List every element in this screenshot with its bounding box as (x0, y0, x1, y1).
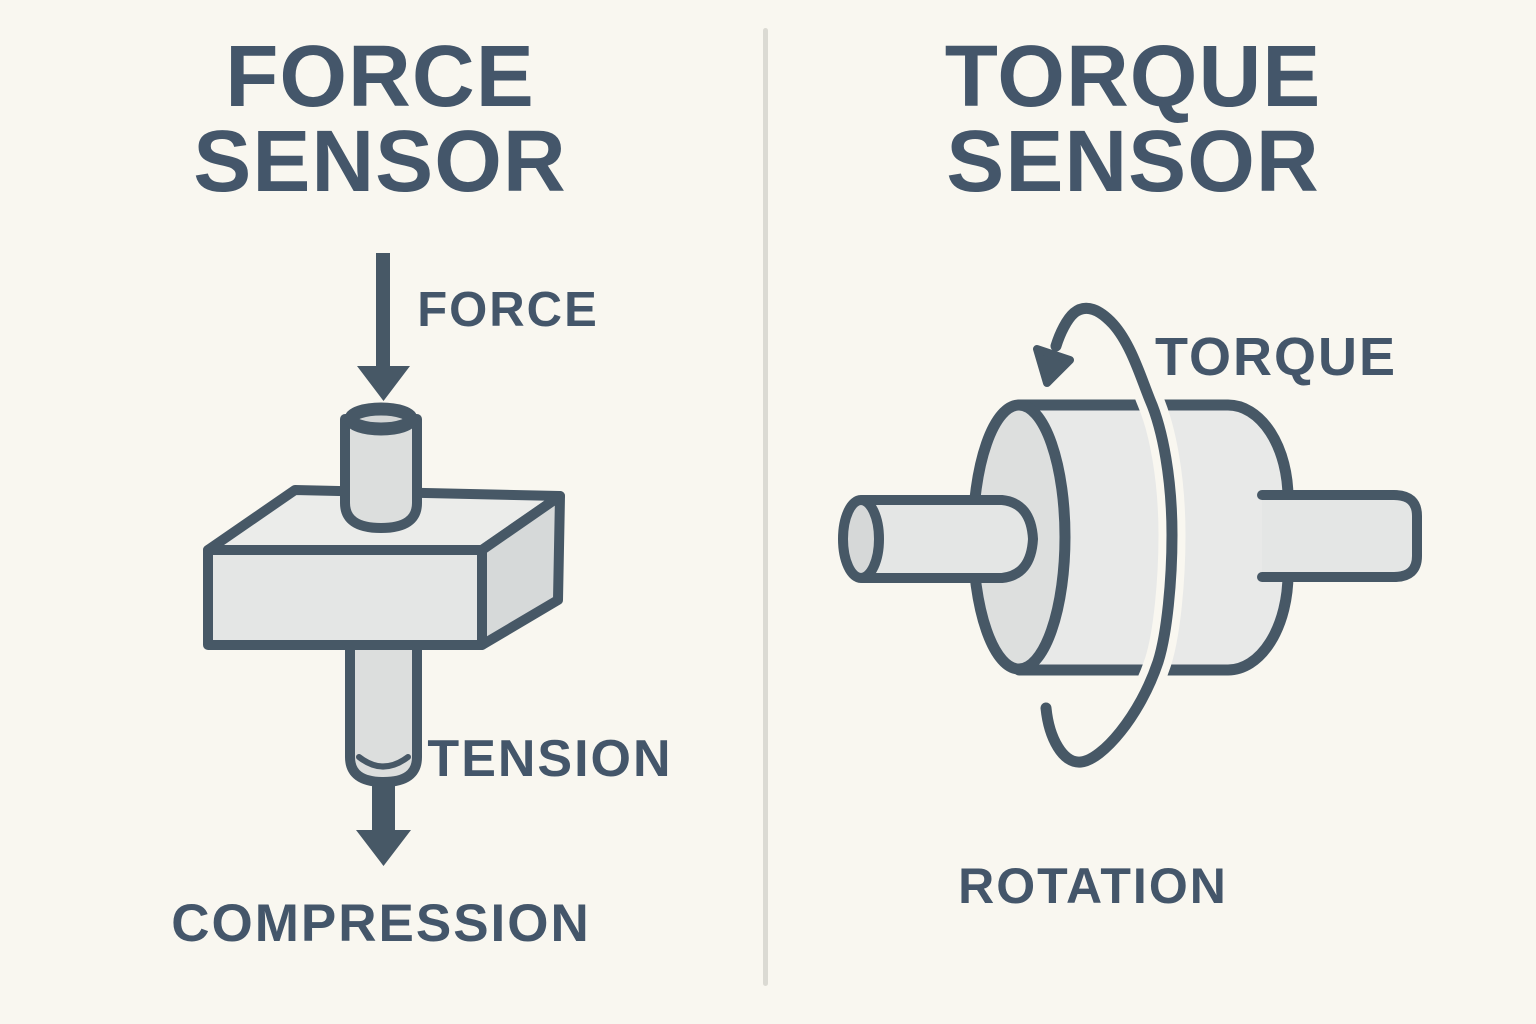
torque-sensor-title: TORQUE SENSOR (944, 28, 1322, 210)
compression-label: COMPRESSION (171, 894, 591, 953)
right-shaft-icon (1257, 490, 1422, 582)
panel-divider (763, 28, 768, 986)
rotation-arrow-icon (1040, 302, 1178, 768)
tension-label: TENSION (427, 730, 673, 788)
torque-sensor-diagram (838, 294, 1422, 776)
force-down-arrow-icon (357, 253, 410, 401)
torque-sensor-title-line2: SENSOR (946, 113, 1320, 210)
left-shaft-icon (857, 495, 1038, 583)
plunger-top-rim (344, 402, 418, 436)
rotation-label: ROTATION (958, 858, 1228, 914)
left-shaft-end-cap (838, 495, 884, 583)
tension-down-arrow-icon (356, 780, 411, 866)
force-label: FORCE (417, 283, 599, 337)
force-sensor-title-line1: FORCE (225, 28, 535, 125)
force-sensor-title: FORCE SENSOR (193, 28, 567, 210)
rotation-arrowhead-icon (1033, 345, 1074, 387)
block-front-face (203, 545, 487, 650)
plunger-cylinder-icon (340, 414, 422, 533)
torque-label: TORQUE (1154, 327, 1398, 387)
tension-rod-cap-line (356, 754, 411, 770)
torque-sensor-title-line1: TORQUE (944, 28, 1322, 125)
force-sensor-diagram (203, 253, 565, 866)
force-sensor-title-line2: SENSOR (193, 113, 567, 210)
